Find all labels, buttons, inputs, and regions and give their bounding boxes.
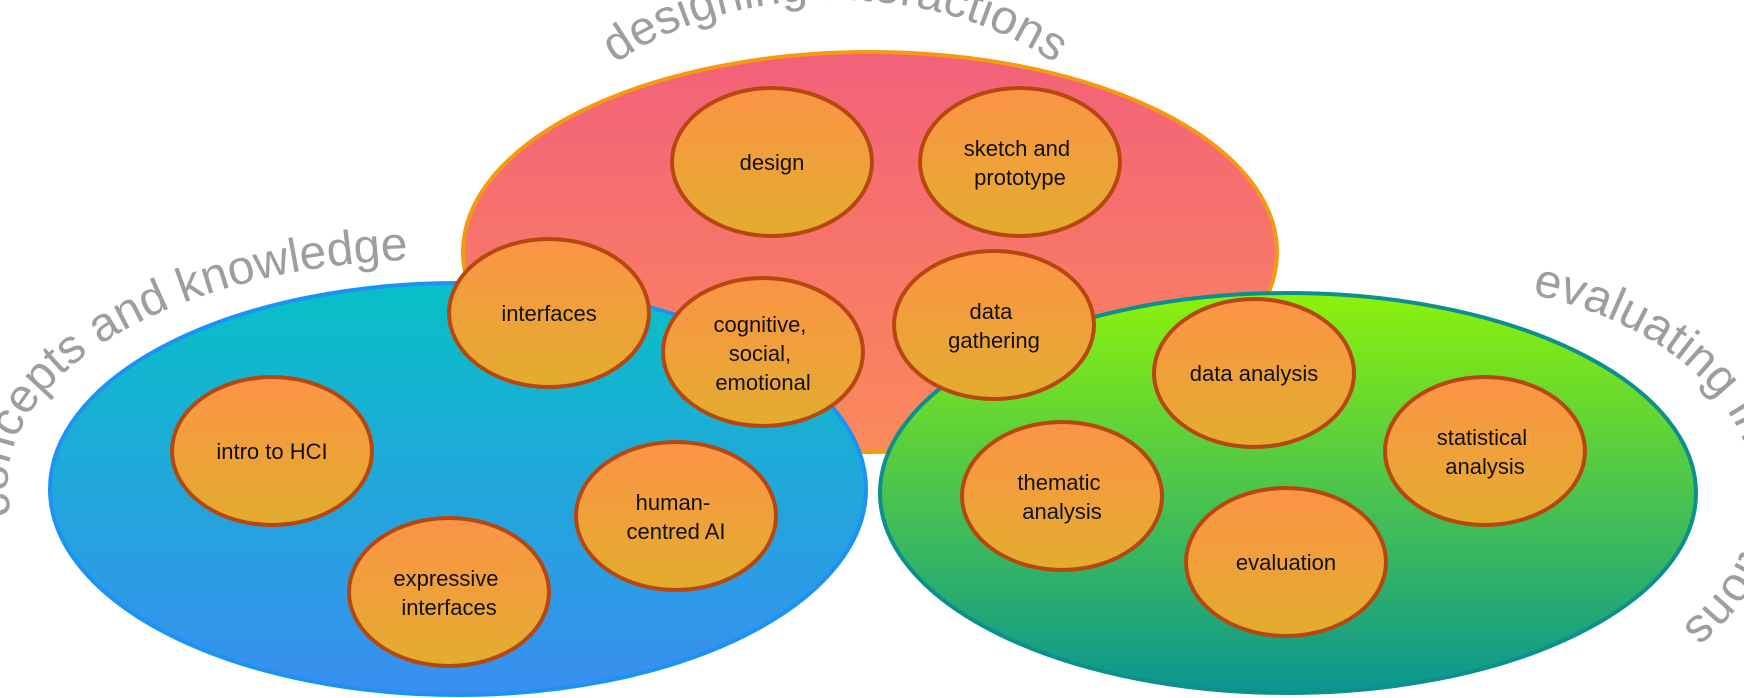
- topic-interfaces: interfaces: [447, 237, 651, 389]
- topic-oval: [892, 249, 1096, 401]
- topic-label: data gathering: [948, 299, 1040, 353]
- topic-data-analysis: data analysis: [1152, 297, 1356, 449]
- topic-label-line: intro to HCI: [216, 439, 327, 464]
- topic-evaluation: evaluation: [1184, 486, 1388, 638]
- topic-label-line: data analysis: [1190, 361, 1318, 386]
- topic-human-centred-ai: human- centred AI: [574, 440, 778, 592]
- topic-label-line: evaluation: [1236, 550, 1336, 575]
- topic-label: data analysis: [1190, 361, 1318, 386]
- topic-label-line: social,: [729, 341, 791, 366]
- topic-oval: [670, 86, 874, 238]
- topic-label: evaluation: [1236, 550, 1336, 575]
- topic-label-line: analysis: [1445, 454, 1524, 479]
- topic-label: human- centred AI: [626, 490, 725, 544]
- topic-label: design: [740, 150, 805, 175]
- topic-oval: [661, 276, 865, 428]
- topic-intro-to-hci: intro to HCI: [170, 375, 374, 527]
- topic-label: thematic analysis: [1017, 470, 1106, 524]
- topic-label-line: design: [740, 150, 805, 175]
- topic-oval: [960, 420, 1164, 572]
- topic-oval: [170, 375, 374, 527]
- topic-label-line: interfaces: [501, 301, 596, 326]
- topic-label-line: data: [970, 299, 1014, 324]
- topic-oval: [574, 440, 778, 592]
- topic-label-line: gathering: [948, 328, 1040, 353]
- topic-label-line: centred AI: [626, 519, 725, 544]
- topic-label: statistical analysis: [1437, 425, 1534, 479]
- topic-cognitive-social-emotional: cognitive, social, emotional: [661, 276, 865, 428]
- topic-label: cognitive, social, emotional: [713, 312, 812, 395]
- topic-design: design: [670, 86, 874, 238]
- topic-oval: [447, 237, 651, 389]
- topic-oval: [1383, 375, 1587, 527]
- topic-thematic-analysis: thematic analysis: [960, 420, 1164, 572]
- topic-label: intro to HCI: [216, 439, 327, 464]
- topic-oval: [347, 516, 551, 668]
- topic-sketch-and-prototype: sketch and prototype: [918, 86, 1122, 238]
- topic-label-line: interfaces: [401, 595, 496, 620]
- topic-oval: [1152, 297, 1356, 449]
- topic-label-line: cognitive,: [713, 312, 806, 337]
- topic-label: sketch and prototype: [964, 136, 1077, 190]
- topic-label-line: expressive: [393, 566, 498, 591]
- topic-label-line: human-: [636, 490, 711, 515]
- topic-label-line: statistical: [1437, 425, 1527, 450]
- topic-label-line: analysis: [1022, 499, 1101, 524]
- topic-expressive-interfaces: expressive interfaces: [347, 516, 551, 668]
- topic-oval: [918, 86, 1122, 238]
- topic-label-line: sketch and: [964, 136, 1070, 161]
- topic-oval: [1184, 486, 1388, 638]
- topic-label: interfaces: [501, 301, 596, 326]
- topic-label-line: emotional: [715, 370, 810, 395]
- topic-statistical-analysis: statistical analysis: [1383, 375, 1587, 527]
- topic-label-line: thematic: [1017, 470, 1100, 495]
- topic-data-gathering: data gathering: [892, 249, 1096, 401]
- topic-label-line: prototype: [974, 165, 1066, 190]
- topic-label: expressive interfaces: [393, 566, 504, 620]
